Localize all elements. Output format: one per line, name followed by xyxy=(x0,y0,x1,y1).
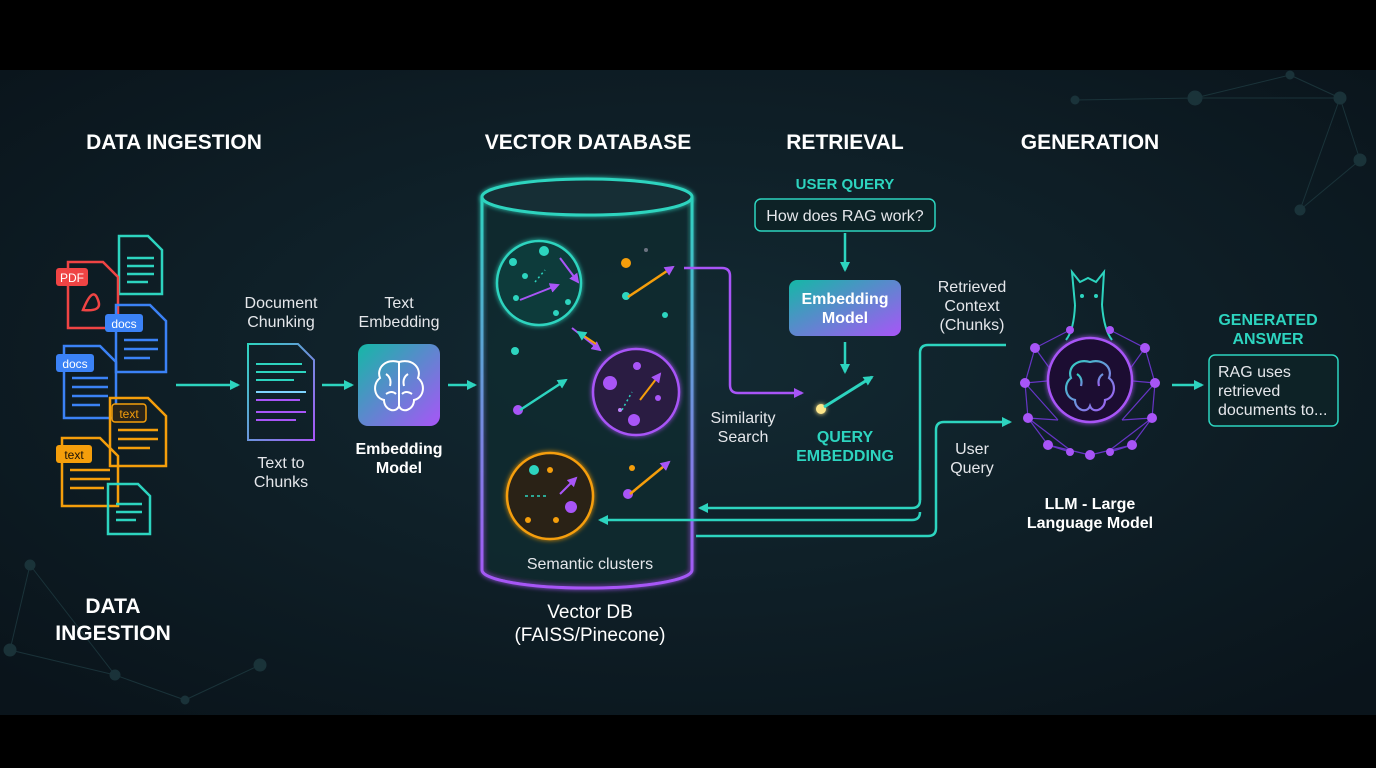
llm-label-2: Language Model xyxy=(1027,515,1153,532)
answer-text-3: documents to... xyxy=(1218,402,1327,419)
text-doc-icon xyxy=(108,396,168,468)
answer-text-1: RAG uses xyxy=(1218,364,1291,381)
llm-brain-icon xyxy=(1065,360,1115,412)
chunking-top-label-2: Chunking xyxy=(247,314,315,331)
chunk-document-icon xyxy=(247,343,315,441)
user-query-side-label-2: Query xyxy=(950,460,994,477)
vector-db-caption-2: (FAISS/Pinecone) xyxy=(514,625,665,646)
llm-label-1: LLM - Large xyxy=(1045,496,1136,513)
generated-answer-title-1: GENERATED xyxy=(1218,312,1317,329)
heading-data-ingestion: DATA INGESTION xyxy=(86,131,262,154)
context-return-line xyxy=(598,511,922,525)
retrieved-context-line xyxy=(698,343,1006,513)
similarity-label-1: Similarity xyxy=(711,410,776,427)
cluster-orange xyxy=(505,451,595,541)
generated-answer-title-2: ANSWER xyxy=(1232,331,1304,348)
retrieved-context-label-1: Retrieved xyxy=(938,279,1006,296)
retrieved-context-label-2: Context xyxy=(944,298,1000,315)
pdf-badge xyxy=(56,268,88,286)
pdf-badge-label: PDF xyxy=(60,271,84,285)
chunking-bottom-label-1: Text to xyxy=(257,455,304,472)
chunking-top-label-1: Document xyxy=(245,295,318,312)
query-vector-icon xyxy=(816,375,874,414)
embedding-bottom-label-1: Embedding xyxy=(355,441,442,458)
pdf-icon xyxy=(66,260,120,330)
retrieved-context-label-3: (Chunks) xyxy=(940,317,1005,334)
chunking-bottom-label-2: Chunks xyxy=(254,474,308,491)
bottom-ingestion-label-2: INGESTION xyxy=(55,622,171,645)
query-embedding-label-2: EMBEDDING xyxy=(796,448,894,465)
retrieval-embedding-label-1: Embedding xyxy=(801,291,888,308)
similarity-label-2: Search xyxy=(718,429,769,446)
text-badge-label-2: text xyxy=(64,448,84,462)
user-query-title: USER QUERY xyxy=(796,176,895,193)
user-query-side-label-1: User xyxy=(955,441,989,458)
retrieval-embedding-label-2: Model xyxy=(822,310,868,327)
doc-icon xyxy=(106,482,152,536)
decorative-network xyxy=(3,70,1367,705)
heading-generation: GENERATION xyxy=(1021,131,1159,154)
text-doc-icon xyxy=(60,436,120,508)
brain-icon xyxy=(374,360,424,412)
semantic-clusters-label: Semantic clusters xyxy=(527,556,653,573)
generated-answer-box xyxy=(1208,354,1339,427)
cluster-purple xyxy=(591,347,681,437)
docs-badge-label: docs xyxy=(111,317,136,331)
embedding-top-label-1: Text xyxy=(384,295,414,312)
retrieval-embedding-model-box xyxy=(789,280,901,336)
user-query-text: How does RAG work? xyxy=(766,208,923,225)
user-query-box xyxy=(754,198,936,232)
floating-vectors xyxy=(511,248,675,499)
answer-text-2: retrieved xyxy=(1218,383,1280,400)
vector-db-caption-1: Vector DB xyxy=(547,602,633,623)
text-badge-label: text xyxy=(119,407,139,421)
user-query-line xyxy=(696,417,1012,538)
similarity-search-line xyxy=(684,266,804,398)
bottom-ingestion-label-1: DATA xyxy=(85,595,140,618)
cluster-teal xyxy=(495,239,583,327)
query-embedding-label-1: QUERY xyxy=(817,429,874,446)
heading-vector-database: VECTOR DATABASE xyxy=(485,131,692,154)
document-stack: PDF docs docs text t xyxy=(56,234,168,536)
docs-badge-label-2: docs xyxy=(62,357,87,371)
embedding-top-label-2: Embedding xyxy=(359,314,440,331)
embedding-bottom-label-2: Model xyxy=(376,460,422,477)
heading-retrieval: RETRIEVAL xyxy=(786,131,904,154)
docs-icon xyxy=(62,344,118,420)
